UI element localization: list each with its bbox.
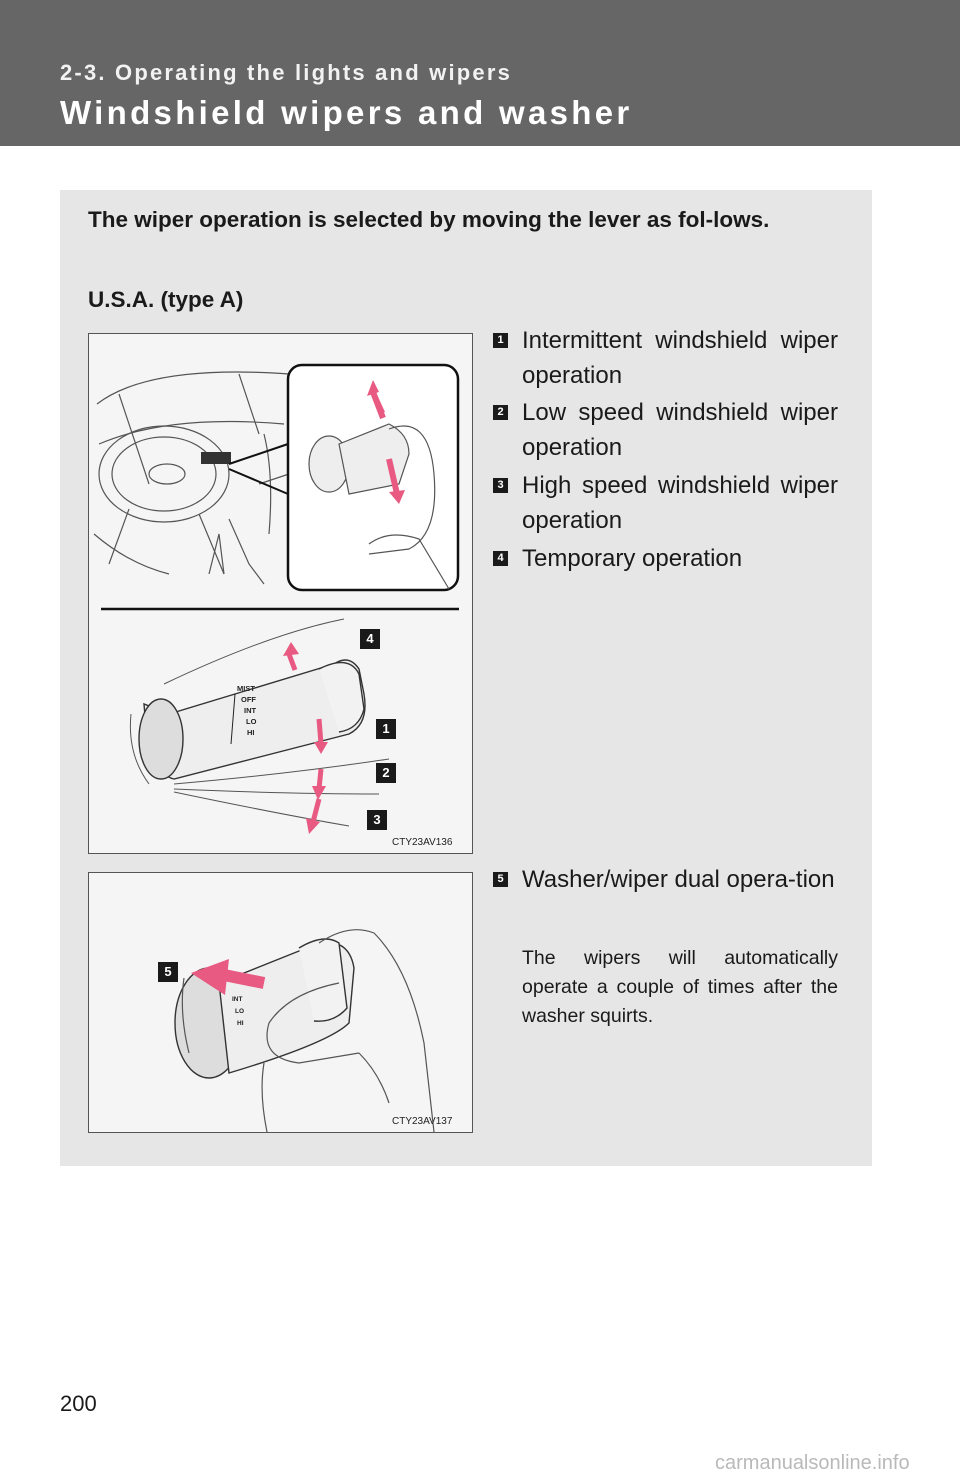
item-number-badge: 1 xyxy=(493,333,508,348)
callout-2: 2 xyxy=(376,763,396,783)
callout-3: 3 xyxy=(367,810,387,830)
section-label: 2-3. Operating the lights and wipers xyxy=(60,60,513,85)
callout-4: 4 xyxy=(360,629,380,649)
item-number-badge: 5 xyxy=(493,872,508,887)
figure-code: CTY23AV136 xyxy=(392,837,453,848)
item-text: Temporary operation xyxy=(522,545,743,572)
washer-note: The wipers will automatically operate a … xyxy=(522,947,838,1027)
callout-5: 5 xyxy=(158,962,178,982)
list-item: 2 Low speed windshield wiper operation xyxy=(493,395,838,465)
item-text: Low speed windshield wiper operation xyxy=(522,399,838,461)
list-item: 4 Temporary operation xyxy=(493,541,838,576)
svg-text:LO: LO xyxy=(235,1008,244,1015)
washer-illustration: INT LO HI xyxy=(174,929,435,1132)
figure-wiper-lever: MIST OFF INT LO HI 4 1 2 3 CTY23AV136 xyxy=(88,333,473,854)
item-number-badge: 4 xyxy=(493,551,508,566)
item-text: High speed windshield wiper operation xyxy=(522,472,838,534)
item-number-badge: 2 xyxy=(493,405,508,420)
svg-text:INT: INT xyxy=(244,706,257,715)
lever-illustration: MIST OFF INT LO HI xyxy=(93,363,460,834)
svg-text:LO: LO xyxy=(246,717,257,726)
item-text: Washer/wiper dual opera-tion xyxy=(522,866,835,893)
intro-text: The wiper operation is selected by movin… xyxy=(88,207,770,232)
svg-text:HI: HI xyxy=(237,1020,244,1027)
svg-text:MIST: MIST xyxy=(237,684,255,693)
list-item: 3 High speed windshield wiper operation xyxy=(493,468,838,538)
item-number-badge: 3 xyxy=(493,478,508,493)
svg-text:OFF: OFF xyxy=(241,695,256,704)
region-subheading: U.S.A. (type A) xyxy=(88,287,244,312)
svg-text:INT: INT xyxy=(232,996,243,1003)
figure-washer-lever: INT LO HI 5 CTY23AV137 xyxy=(88,872,473,1133)
header-bar: 2-3. Operating the lights and wipers Win… xyxy=(0,0,960,146)
figure-code: CTY23AV137 xyxy=(392,1116,453,1127)
page-heading: Windshield wipers and washer xyxy=(60,94,633,131)
list-item: 1 Intermittent windshield wiper operatio… xyxy=(493,323,838,393)
watermark: carmanualsonline.info xyxy=(715,1452,910,1474)
callout-1: 1 xyxy=(376,719,396,739)
item-text: Intermittent windshield wiper operation xyxy=(522,327,838,389)
list-item: 5 Washer/wiper dual opera-tion xyxy=(493,862,838,897)
page-number: 200 xyxy=(60,1391,97,1416)
svg-text:HI: HI xyxy=(247,728,255,737)
